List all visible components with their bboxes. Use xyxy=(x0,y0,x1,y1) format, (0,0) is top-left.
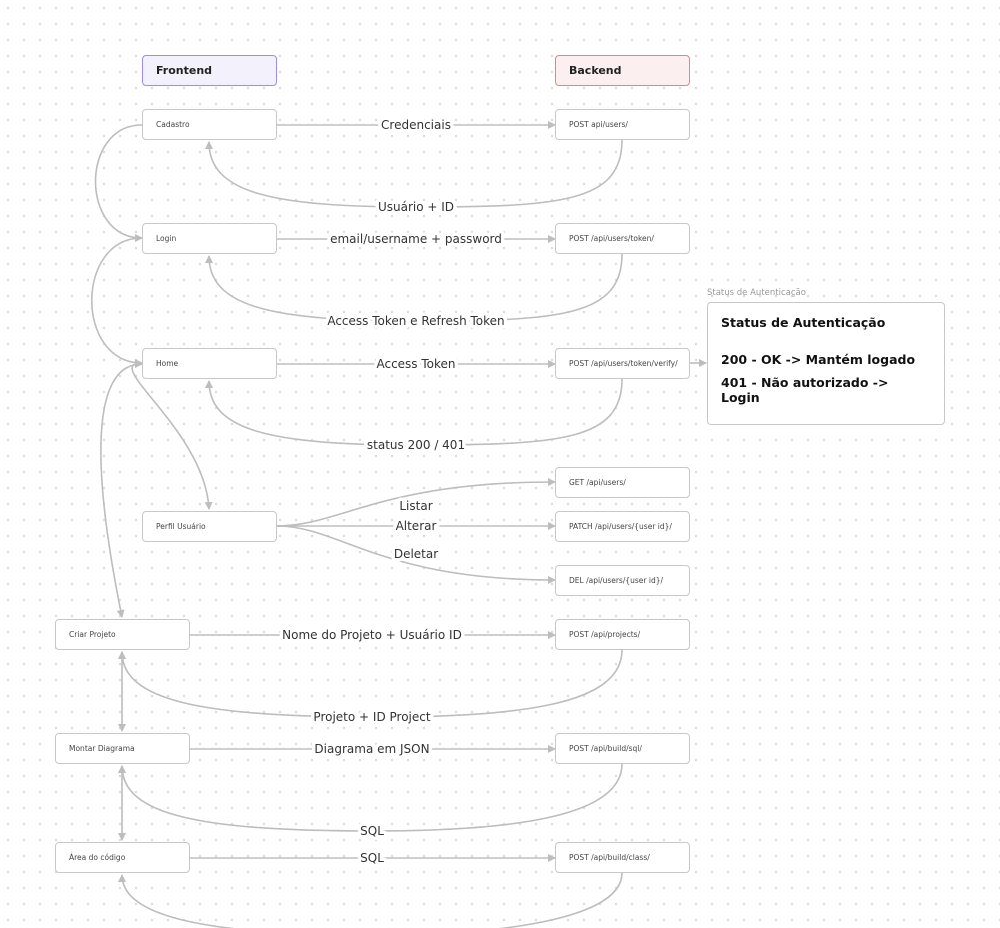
edge-label: Listar xyxy=(399,499,432,513)
node-post-projects[interactable]: POST /api/projects/ xyxy=(555,619,690,650)
return-arrow xyxy=(205,139,623,208)
status-note[interactable]: Status de Autenticação 200 - OK -> Manté… xyxy=(707,302,945,425)
edge-label: Access Token e Refresh Token xyxy=(327,314,504,328)
node-post-build-sql[interactable]: POST /api/build/sql/ xyxy=(555,733,690,764)
edge-label: Nome do Projeto + Usuário ID xyxy=(282,628,462,642)
node-del-user[interactable]: DEL /api/users/{user id}/ xyxy=(555,565,690,596)
status-caption: Status de Autenticação xyxy=(707,288,806,298)
node-patch-user[interactable]: PATCH /api/users/{user id}/ xyxy=(555,511,690,542)
node-cadastro[interactable]: Cadastro xyxy=(142,109,277,140)
return-arrow xyxy=(118,763,623,832)
edge-label: Projeto + ID Project xyxy=(313,710,430,724)
return-arrow xyxy=(118,649,623,718)
nav-arrow xyxy=(91,237,143,367)
edge-label: status 200 / 401 xyxy=(367,438,465,452)
edge-label: Alterar xyxy=(396,519,437,533)
node-home[interactable]: Home xyxy=(142,348,277,379)
node-post-token-verify[interactable]: POST /api/users/token/verify/ xyxy=(555,348,690,379)
node-login[interactable]: Login xyxy=(142,223,277,254)
status-line-200: 200 - OK -> Mantém logado xyxy=(721,352,916,367)
nav-arrow xyxy=(131,362,213,510)
node-post-users[interactable]: POST api/users/ xyxy=(555,109,690,140)
edge-label: Deletar xyxy=(394,547,438,561)
request-arrow xyxy=(276,525,556,584)
node-montar-diagrama[interactable]: Montar Diagrama xyxy=(55,733,190,764)
edge-label: Access Token xyxy=(376,357,455,371)
node-criar-projeto[interactable]: Criar Projeto xyxy=(55,619,190,650)
return-arrow xyxy=(118,872,623,928)
edge-label: SQL xyxy=(360,851,384,865)
node-get-users[interactable]: GET /api/users/ xyxy=(555,467,690,498)
node-post-build-class[interactable]: POST /api/build/class/ xyxy=(555,842,690,873)
status-title: Status de Autenticação xyxy=(721,315,886,330)
backend-header[interactable]: Backend xyxy=(555,55,690,86)
edge-label: email/username + password xyxy=(330,232,502,246)
node-area-codigo[interactable]: Área do código xyxy=(55,842,190,873)
request-arrow xyxy=(276,478,556,527)
node-perfil-usuario[interactable]: Perfil Usuário xyxy=(142,511,277,542)
status-line-401: 401 - Não autorizado -> Login xyxy=(721,375,889,405)
edge-label: Usuário + ID xyxy=(378,200,454,214)
edge-label: Diagrama em JSON xyxy=(314,742,429,756)
nav-arrow xyxy=(94,124,143,242)
return-arrow xyxy=(205,378,623,446)
return-arrow xyxy=(205,253,623,322)
node-post-token[interactable]: POST /api/users/token/ xyxy=(555,223,690,254)
nav-arrow xyxy=(100,360,143,618)
edge-label: SQL xyxy=(360,824,384,838)
edge-label: Credenciais xyxy=(381,118,451,132)
frontend-header[interactable]: Frontend xyxy=(142,55,277,86)
